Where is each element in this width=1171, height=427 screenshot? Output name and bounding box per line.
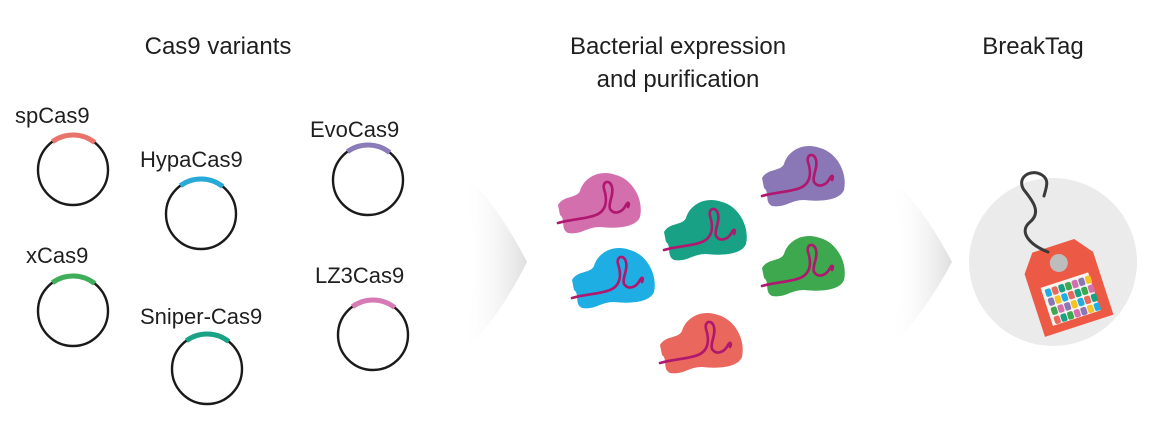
tag-cell <box>1060 313 1068 322</box>
variants-section-title: Cas9 variants <box>145 33 292 60</box>
guide-rna-spcas9 <box>658 320 733 365</box>
plasmid-insert-lz3cas9 <box>350 297 397 310</box>
expression-section-title-line1: Bacterial expression <box>570 33 786 60</box>
plasmid-spcas9: spCas9 <box>15 103 110 207</box>
plasmid-label-xcas9: xCas9 <box>26 243 88 268</box>
tag-cell <box>1047 297 1055 306</box>
guide-rna-sniper-cas9 <box>662 207 737 252</box>
guide-rna-hypacas9 <box>570 255 645 300</box>
plasmid-insert-spcas9 <box>50 132 97 145</box>
plasmid-label-evocas9: EvoCas9 <box>310 117 399 142</box>
plasmid-insert-evocas9 <box>345 142 392 155</box>
tag-cell <box>1073 309 1081 318</box>
tag-cell <box>1053 315 1061 324</box>
tag-cell <box>1070 299 1078 309</box>
plasmid-evocas9: EvoCas9 <box>310 117 405 217</box>
protein-evocas9 <box>760 145 845 207</box>
plasmid-circle-lz3cas9 <box>336 298 410 372</box>
plasmid-circle-xcas9 <box>36 274 110 348</box>
process-arrow-1 <box>462 172 527 352</box>
tag-cell <box>1087 284 1095 293</box>
protein-spcas9 <box>658 312 743 374</box>
tag-cell <box>1064 281 1073 291</box>
tag-cell <box>1054 295 1062 304</box>
tag-cell <box>1058 284 1066 293</box>
protein-sniper-cas9 <box>662 199 747 261</box>
plasmid-circle-spcas9 <box>36 133 110 207</box>
plasmid-label-lz3cas9: LZ3Cas9 <box>315 263 404 288</box>
tag-string <box>1020 171 1050 254</box>
guide-rna-evocas9 <box>760 153 835 198</box>
plasmid-sniper-cas9: Sniper-Cas9 <box>140 304 262 406</box>
process-arrow-2 <box>890 177 952 346</box>
protein-hypacas9 <box>570 247 655 309</box>
protein-xcas9 <box>760 235 845 297</box>
tag-hole <box>1049 253 1068 272</box>
tag-grid <box>1044 275 1101 324</box>
tag-cell <box>1084 275 1092 284</box>
plasmid-insert-xcas9 <box>50 273 97 286</box>
plasmid-xcas9: xCas9 <box>26 243 110 348</box>
plasmid-circle-sniper-cas9 <box>170 332 244 406</box>
breaktag-section-title: BreakTag <box>982 33 1083 60</box>
tag-cell <box>1090 293 1098 302</box>
plasmid-label-spcas9: spCas9 <box>15 103 90 128</box>
expression-section-title-line2: and purification <box>597 66 760 93</box>
plasmid-lz3cas9: LZ3Cas9 <box>315 263 410 372</box>
plasmid-label-sniper-cas9: Sniper-Cas9 <box>140 304 262 329</box>
protein-lz3cas9 <box>556 172 641 234</box>
tag-cell <box>1093 302 1101 311</box>
tag-cell <box>1080 306 1088 316</box>
tag-cell <box>1074 288 1082 298</box>
plasmid-hypacas9: HypaCas9 <box>140 147 243 251</box>
tag-cell <box>1081 286 1089 296</box>
plasmid-insert-hypacas9 <box>178 176 225 189</box>
tag-cell <box>1071 279 1079 289</box>
plasmid-circle-hypacas9 <box>164 177 238 251</box>
guide-rna-lz3cas9 <box>556 180 631 225</box>
tag-cell <box>1084 295 1092 305</box>
protein-group <box>556 145 845 374</box>
tag-cell <box>1086 304 1095 314</box>
tag-cell <box>1067 290 1075 300</box>
tag-cell <box>1067 311 1075 320</box>
plasmid-insert-sniper-cas9 <box>184 331 231 344</box>
tag-cell <box>1044 288 1053 297</box>
plasmid-circle-evocas9 <box>331 143 405 217</box>
tag-cell <box>1051 286 1059 295</box>
tag-cell <box>1057 304 1065 313</box>
tag-cell <box>1064 302 1072 311</box>
tag-cell <box>1050 306 1058 315</box>
plasmid-label-hypacas9: HypaCas9 <box>140 147 243 172</box>
tag-cell <box>1061 293 1069 302</box>
breaktag-icon <box>969 171 1137 346</box>
tag-cell <box>1077 297 1085 307</box>
tag-cell <box>1078 277 1086 287</box>
guide-rna-xcas9 <box>760 243 835 288</box>
